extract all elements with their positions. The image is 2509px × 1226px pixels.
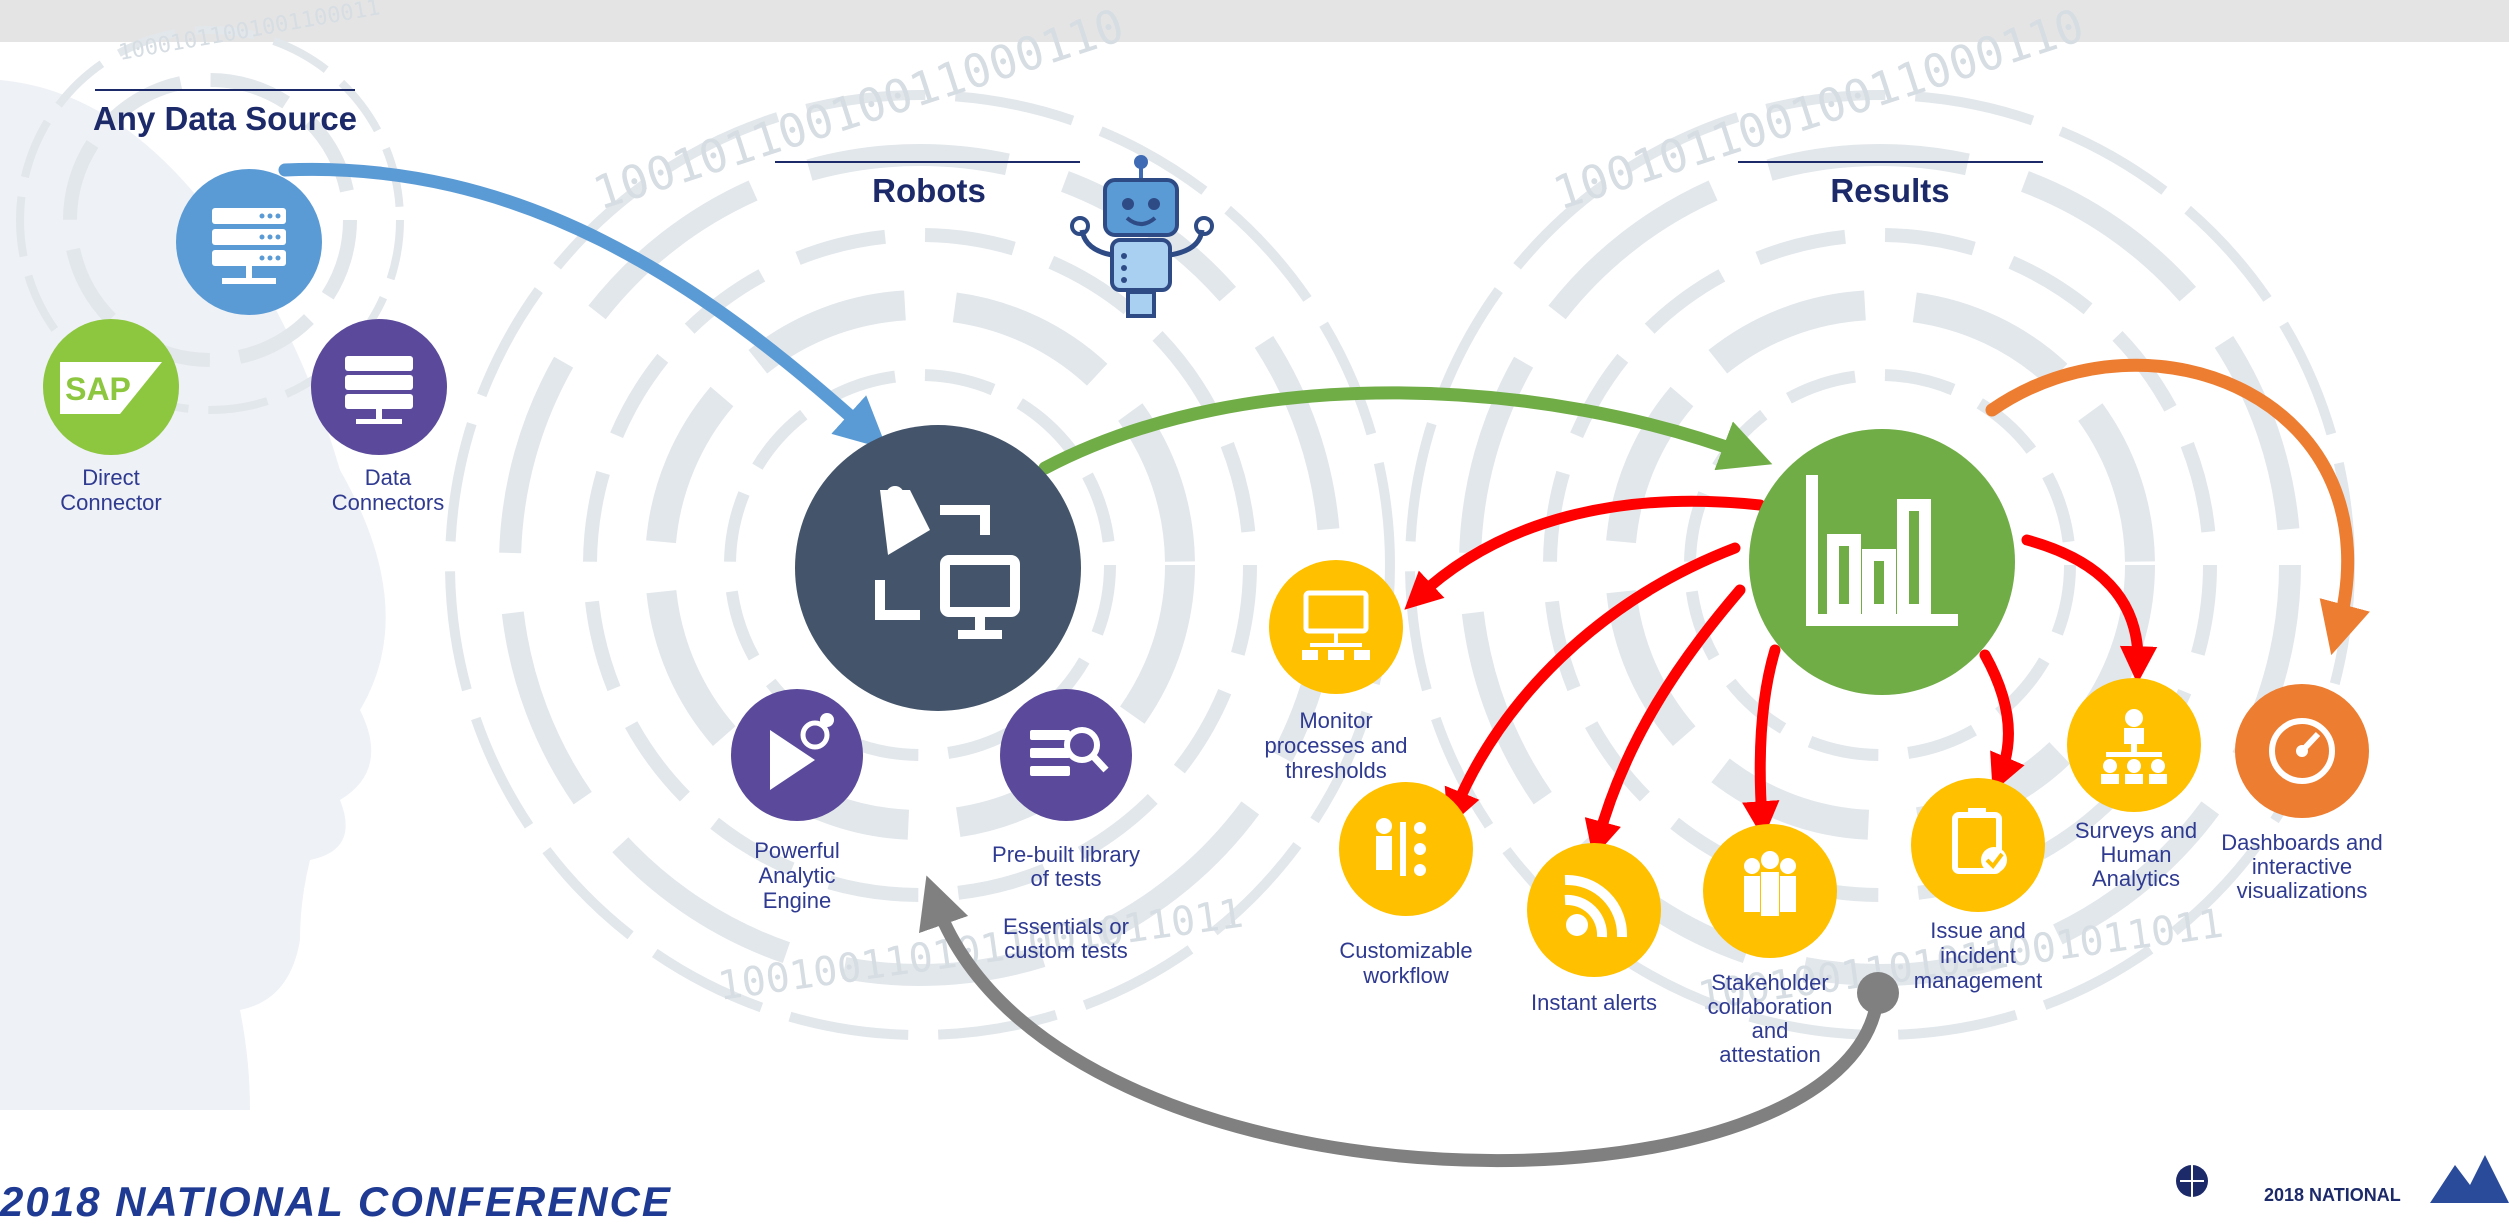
svg-text:10001011001001100011: 10001011001001100011 — [117, 0, 382, 66]
arrow-to-issue — [1979, 649, 2025, 793]
robot-icon — [1070, 155, 1214, 318]
sap-logo-text: SAP — [65, 371, 131, 407]
data-source-node — [176, 169, 322, 315]
conference-logo-text: 2018 NATIONAL — [2264, 1185, 2401, 1205]
gauge-icon — [2269, 718, 2335, 784]
red-arrows — [1404, 495, 2158, 859]
test-library-node — [1000, 689, 1132, 821]
any-data-source-title: Any Data Source — [93, 100, 357, 137]
results-hub-node — [1749, 429, 2015, 695]
data-connectors-node — [311, 319, 447, 455]
bar-chart-icon — [1806, 475, 1958, 626]
monitor-node — [1269, 560, 1403, 694]
results-title: Results — [1830, 172, 1949, 209]
dashboards-node — [2235, 684, 2369, 818]
arrow-robot-to-results — [1038, 386, 1773, 475]
arrow-source-to-robot — [278, 162, 888, 450]
alerts-node — [1527, 843, 1661, 977]
mountain-icon — [2430, 1155, 2509, 1203]
robots-title: Robots — [872, 172, 986, 209]
magnifier-icon — [1064, 727, 1100, 763]
conference-logo — [2176, 1155, 2509, 1203]
workflow-node — [1339, 782, 1473, 916]
issue-node — [1911, 778, 2045, 912]
play-gear-icon — [770, 730, 815, 790]
arrow-to-alerts — [1584, 584, 1746, 859]
robot-hub-node — [795, 425, 1081, 711]
arrow-to-workflow — [1444, 542, 1741, 828]
stakeholder-node — [1703, 824, 1837, 958]
surveys-node — [2067, 678, 2201, 812]
top-bar — [0, 0, 2509, 42]
arrow-to-monitor — [1404, 495, 1766, 610]
conference-footer-text: 2018 NATIONAL CONFERENCE — [0, 1178, 672, 1225]
satellite-dish-icon — [880, 490, 930, 555]
alerts-label: Instant alerts — [1531, 990, 1657, 1015]
arrow-feedback-loop — [919, 875, 1885, 1167]
analytic-engine-node — [731, 689, 863, 821]
sap-logo — [60, 362, 162, 414]
sap-direct-connector: SAP — [43, 319, 179, 455]
feedback-loop-origin — [1857, 972, 1899, 1014]
arrow-results-to-dashboards — [1985, 358, 2370, 656]
arrow-to-stakeholder — [1742, 644, 1781, 839]
arrow-to-surveys — [2021, 534, 2158, 684]
